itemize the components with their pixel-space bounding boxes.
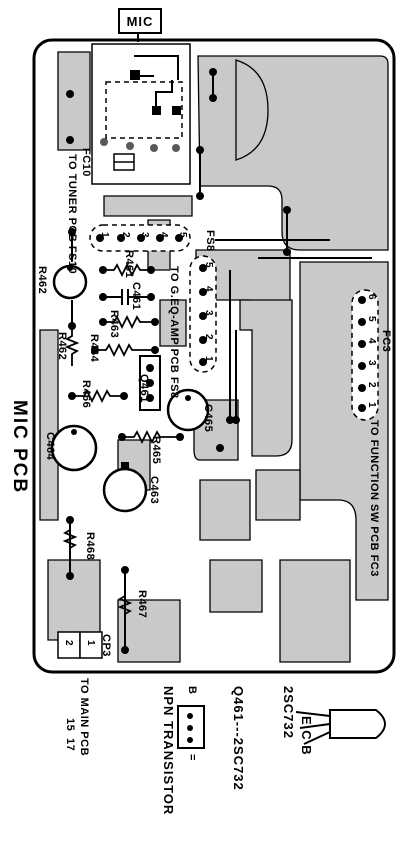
c461-label: C461 bbox=[130, 282, 142, 311]
fc3-pin-5: 5 bbox=[366, 316, 377, 322]
fs8-pin-4: 4 bbox=[203, 286, 214, 292]
fc10-pin-1: 1 bbox=[99, 232, 110, 238]
board-title: MIC PCB bbox=[9, 400, 30, 495]
fs10-note: TO TUNER PCB FS10 bbox=[66, 154, 78, 275]
r462-label-bottom: R462 bbox=[56, 332, 68, 361]
cap-pads bbox=[67, 265, 191, 470]
mic-component bbox=[91, 30, 191, 185]
r468-label: R468 bbox=[84, 532, 96, 561]
base-label: B bbox=[186, 686, 198, 695]
q461-equivalent: Q461---2SC732 bbox=[231, 686, 246, 791]
cp3-pin-2: 2 bbox=[63, 640, 74, 646]
fc10-pin-2: 2 bbox=[120, 232, 131, 238]
q461-label: Q461 bbox=[138, 374, 150, 403]
fc10-pin-4: 4 bbox=[158, 232, 169, 238]
fc3-note: TO FUNCTION SW PCB FC3 bbox=[368, 420, 380, 577]
cp3-label: CP3 bbox=[100, 634, 112, 657]
fs8-note: TO G.EQ-AMP PCB FS8 bbox=[168, 266, 180, 399]
c464-label: C464 bbox=[44, 432, 56, 461]
fc3-pin-6: 6 bbox=[366, 294, 377, 300]
fc3-pin-2: 2 bbox=[366, 382, 377, 388]
fs8-pin-5: 5 bbox=[203, 262, 214, 268]
r467-label: R467 bbox=[136, 590, 148, 619]
fc3-pin-1: 1 bbox=[366, 402, 377, 408]
r464-label: R464 bbox=[88, 334, 100, 363]
legend-transistor bbox=[295, 709, 386, 745]
mic-label: MIC bbox=[118, 8, 162, 34]
transistor-pin-order: E C B bbox=[299, 716, 314, 756]
equals-sign: = bbox=[186, 754, 198, 761]
resistors bbox=[62, 262, 180, 650]
fc10-connector bbox=[89, 224, 191, 252]
fc3-connector bbox=[351, 289, 379, 421]
fs8-connector bbox=[189, 255, 217, 373]
transistor-part: 2SC732 bbox=[281, 686, 296, 739]
r462-label-top: R462 bbox=[36, 266, 48, 295]
fc3-pin-4: 4 bbox=[366, 338, 377, 344]
main-pcb-ref-2: 17 bbox=[64, 738, 76, 752]
q461-transistor bbox=[139, 355, 161, 411]
c461-capacitor bbox=[103, 289, 151, 305]
main-pcb-ref-1: 15 bbox=[64, 718, 76, 732]
npn-transistor-label: NPN TRANSISTOR bbox=[161, 686, 176, 816]
fs8-pin-3: 3 bbox=[203, 310, 214, 316]
legend-pin-box bbox=[177, 705, 205, 749]
r461-label: R461 bbox=[123, 250, 135, 279]
cp3-connector bbox=[57, 631, 103, 659]
cp3-note: TO MAIN PCB bbox=[78, 678, 90, 757]
fs8-label: FS8 bbox=[204, 230, 216, 252]
c463-label: C463 bbox=[148, 476, 160, 505]
fc10-pin-5: 5 bbox=[177, 232, 188, 238]
fs8-pin-1: 1 bbox=[203, 356, 214, 362]
fc3-label: FC3 bbox=[380, 330, 392, 353]
r463-label: R463 bbox=[108, 310, 120, 339]
cp3-pin-1: 1 bbox=[85, 640, 96, 646]
fc10-pin-3: 3 bbox=[139, 232, 150, 238]
fc10-label: FC10 bbox=[80, 148, 92, 177]
c465-label: C465 bbox=[202, 404, 214, 433]
r466-label: R466 bbox=[80, 380, 92, 409]
electrolytic-caps bbox=[50, 264, 210, 513]
fs8-pin-2: 2 bbox=[203, 334, 214, 340]
fc3-pin-3: 3 bbox=[366, 360, 377, 366]
r465-label: R465 bbox=[150, 436, 162, 465]
